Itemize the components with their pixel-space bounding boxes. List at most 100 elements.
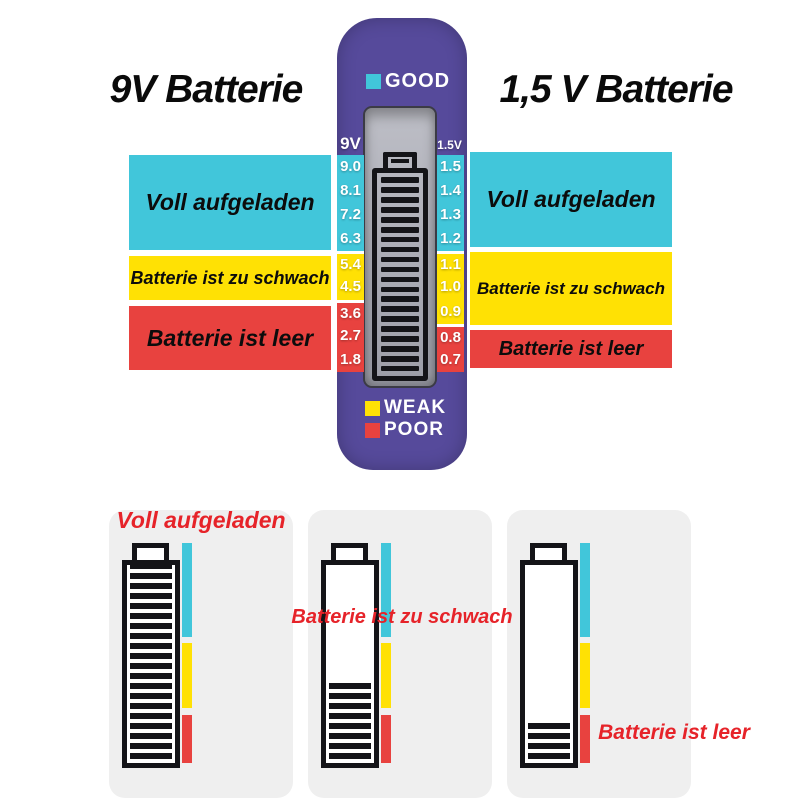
poor-indicator: POOR — [365, 419, 444, 441]
level-strip — [182, 543, 192, 773]
legend-card-weak — [308, 510, 492, 798]
weak-color-swatch-icon — [365, 400, 380, 416]
battery-bar — [381, 346, 419, 352]
battery-bar — [381, 286, 419, 293]
weak-indicator: WEAK — [365, 397, 446, 419]
battery-terminal-icon — [383, 152, 417, 170]
battery-bar — [130, 663, 172, 669]
scale-value-1.2: 1.2 — [437, 227, 464, 252]
battery-bar — [329, 693, 371, 699]
lcd-display — [363, 106, 437, 388]
battery-bar — [381, 356, 419, 362]
scale-header-1v5: 1.5V — [437, 138, 462, 152]
legend-label-empty: Batterie ist leer — [598, 721, 750, 744]
scale-value-5.4: 5.4 — [337, 251, 364, 276]
strip-weak-segment — [580, 643, 590, 708]
battery-bar — [329, 713, 371, 719]
strip-good-segment — [381, 543, 391, 637]
strip-poor-segment — [580, 715, 590, 763]
scale-value-3.6: 3.6 — [337, 299, 364, 324]
poor-label: POOR — [384, 419, 444, 440]
strip-good-segment — [182, 543, 192, 637]
scale-header-9v: 9V — [340, 134, 361, 153]
scale-value-6.3: 6.3 — [337, 227, 364, 252]
scale-value-4.5: 4.5 — [337, 275, 364, 300]
battery-bar — [381, 306, 419, 312]
band-right-empty: Batterie ist leer — [470, 330, 672, 368]
scale-value-8.1: 8.1 — [337, 179, 364, 204]
scale-value-1.3: 1.3 — [437, 203, 464, 228]
strip-good-segment — [580, 543, 590, 637]
battery-bar — [130, 613, 172, 619]
battery-bar — [130, 693, 172, 699]
battery-bars — [130, 563, 172, 759]
battery-bars — [329, 683, 371, 759]
battery-bar — [381, 217, 419, 223]
battery-bar — [528, 723, 570, 729]
battery-bar — [381, 256, 419, 263]
title-1v5-batterie: 1,5 V Batterie — [499, 68, 733, 111]
battery-bar — [381, 296, 419, 302]
battery-bar — [329, 723, 371, 729]
good-color-swatch-icon — [366, 74, 381, 89]
battery-bar — [130, 673, 172, 679]
battery-bar — [130, 733, 172, 739]
scale-value-1.1: 1.1 — [437, 251, 464, 276]
battery-bar — [130, 603, 172, 609]
battery-bar — [329, 743, 371, 749]
battery-bar — [130, 753, 172, 759]
battery-bar — [381, 236, 419, 243]
battery-bar — [130, 563, 172, 569]
level-strip — [381, 543, 391, 773]
scale-value-0.9: 0.9 — [437, 299, 464, 324]
battery-bar — [130, 643, 172, 649]
band-left-empty: Batterie ist leer — [129, 306, 331, 370]
battery-bar — [381, 207, 419, 213]
strip-poor-segment — [381, 715, 391, 763]
strip-poor-segment — [182, 715, 192, 763]
scale-value-2.7: 2.7 — [337, 323, 364, 348]
battery-bar — [130, 743, 172, 749]
poor-color-swatch-icon — [365, 422, 380, 438]
battery-bar — [381, 197, 419, 203]
battery-bar — [381, 336, 419, 342]
battery-bar — [329, 753, 371, 759]
battery-bar — [381, 276, 419, 283]
battery-bar — [381, 246, 419, 253]
terminal-bar — [391, 159, 409, 163]
battery-bar — [130, 593, 172, 599]
battery-bar — [381, 316, 419, 322]
battery-bar — [130, 583, 172, 589]
battery-terminal-icon — [530, 543, 567, 565]
battery-bar — [381, 177, 419, 183]
strip-weak-segment — [381, 643, 391, 708]
title-9v-batterie: 9V Batterie — [109, 68, 304, 111]
level-strip — [580, 543, 590, 773]
battery-icon-weak — [321, 560, 379, 768]
band-right-full: Voll aufgeladen — [470, 152, 672, 247]
battery-terminal-icon — [132, 543, 169, 565]
battery-bar — [329, 733, 371, 739]
battery-bar — [130, 703, 172, 709]
battery-bar — [130, 633, 172, 639]
weak-label: WEAK — [384, 397, 447, 418]
battery-bars — [528, 723, 570, 759]
battery-bar — [329, 703, 371, 709]
legend-label-weak: Batterie ist zu schwach — [291, 606, 513, 628]
scale-value-1.8: 1.8 — [337, 347, 364, 372]
battery-bar — [130, 623, 172, 629]
battery-bar — [130, 713, 172, 719]
strip-weak-segment — [182, 643, 192, 708]
scale-value-0.7: 0.7 — [437, 347, 464, 372]
scale-value-1.4: 1.4 — [437, 179, 464, 204]
band-left-full: Voll aufgeladen — [129, 155, 331, 250]
battery-bar — [130, 723, 172, 729]
battery-bar — [528, 753, 570, 759]
battery-bar — [528, 733, 570, 739]
scale-value-9.0: 9.0 — [337, 155, 364, 180]
good-indicator: GOOD — [366, 70, 450, 93]
battery-bar — [381, 187, 419, 193]
